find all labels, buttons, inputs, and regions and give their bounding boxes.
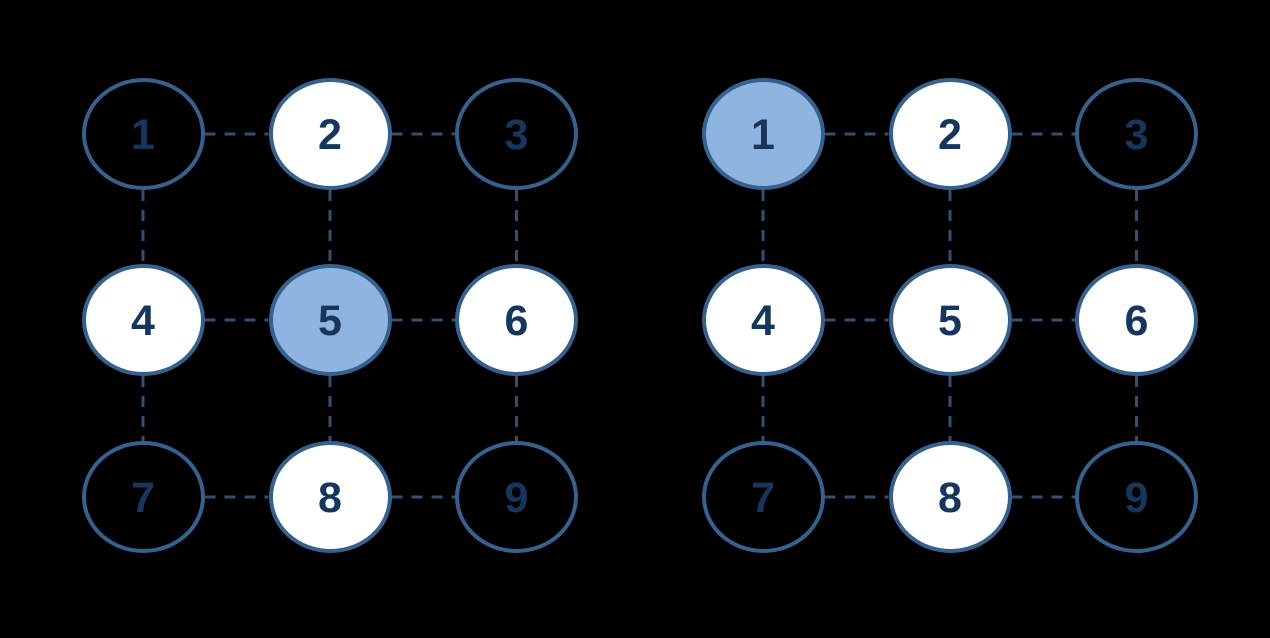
connector-lines: [141, 132, 1138, 499]
